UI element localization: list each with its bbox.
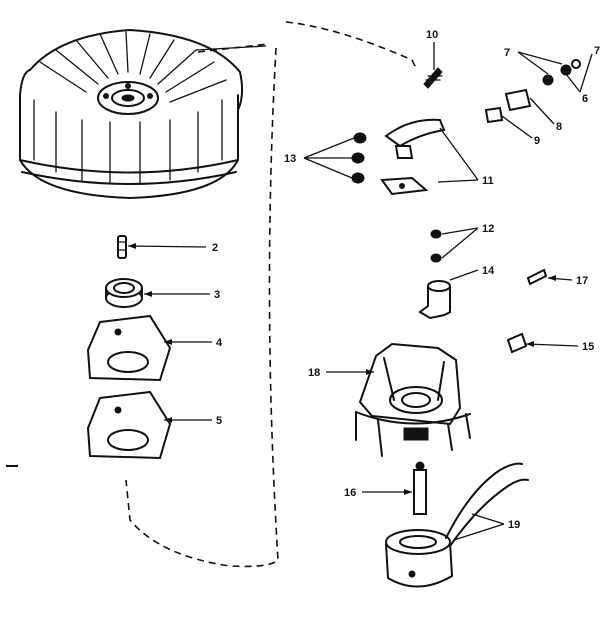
leader-lines (127, 42, 593, 541)
parts-6-9-hardware (484, 59, 581, 124)
part-19-motor-cup (385, 462, 529, 588)
part-16-shaft (413, 461, 427, 515)
callout-7: 7 (504, 47, 510, 59)
assembly-path-dashed (125, 21, 417, 568)
part-15-square (506, 332, 528, 354)
part-13-washers (351, 132, 367, 184)
part-3-nut (105, 278, 143, 308)
callout-12: 12 (482, 223, 494, 235)
part-5-plate (86, 390, 172, 460)
callout-labels: 2 3 4 5 6 7 7 8 9 10 11 12 13 14 15 16 1… (212, 29, 600, 531)
callout-9: 9 (534, 135, 540, 147)
callout-6: 6 (582, 93, 588, 105)
callout-14: 14 (482, 265, 495, 277)
callout-13: 13 (284, 153, 296, 165)
callout-17: 17 (576, 275, 588, 287)
callout-19: 19 (508, 519, 520, 531)
callout-11: 11 (482, 175, 494, 187)
part-4-plate (86, 314, 172, 382)
callout-4: 4 (216, 337, 223, 349)
callout-18: 18 (308, 367, 320, 379)
part-14-cylinder (418, 280, 451, 320)
callout-16: 16 (344, 487, 356, 499)
part-12-washers (430, 229, 442, 263)
callout-8: 8 (556, 121, 562, 133)
part-10-screw (423, 67, 443, 89)
part-17-tab (526, 268, 548, 286)
part-18-housing (355, 342, 471, 457)
part-11-brackets (380, 118, 446, 196)
callout-15: 15 (582, 341, 594, 353)
callout-2: 2 (212, 242, 218, 254)
callout-5: 5 (216, 415, 222, 427)
callout-10: 10 (426, 29, 438, 41)
part-2-pin (117, 235, 127, 259)
callout-3: 3 (214, 289, 220, 301)
arrowheads (128, 243, 556, 495)
flywheel-fan (19, 29, 244, 199)
callout-7-right: 7 (594, 45, 600, 57)
